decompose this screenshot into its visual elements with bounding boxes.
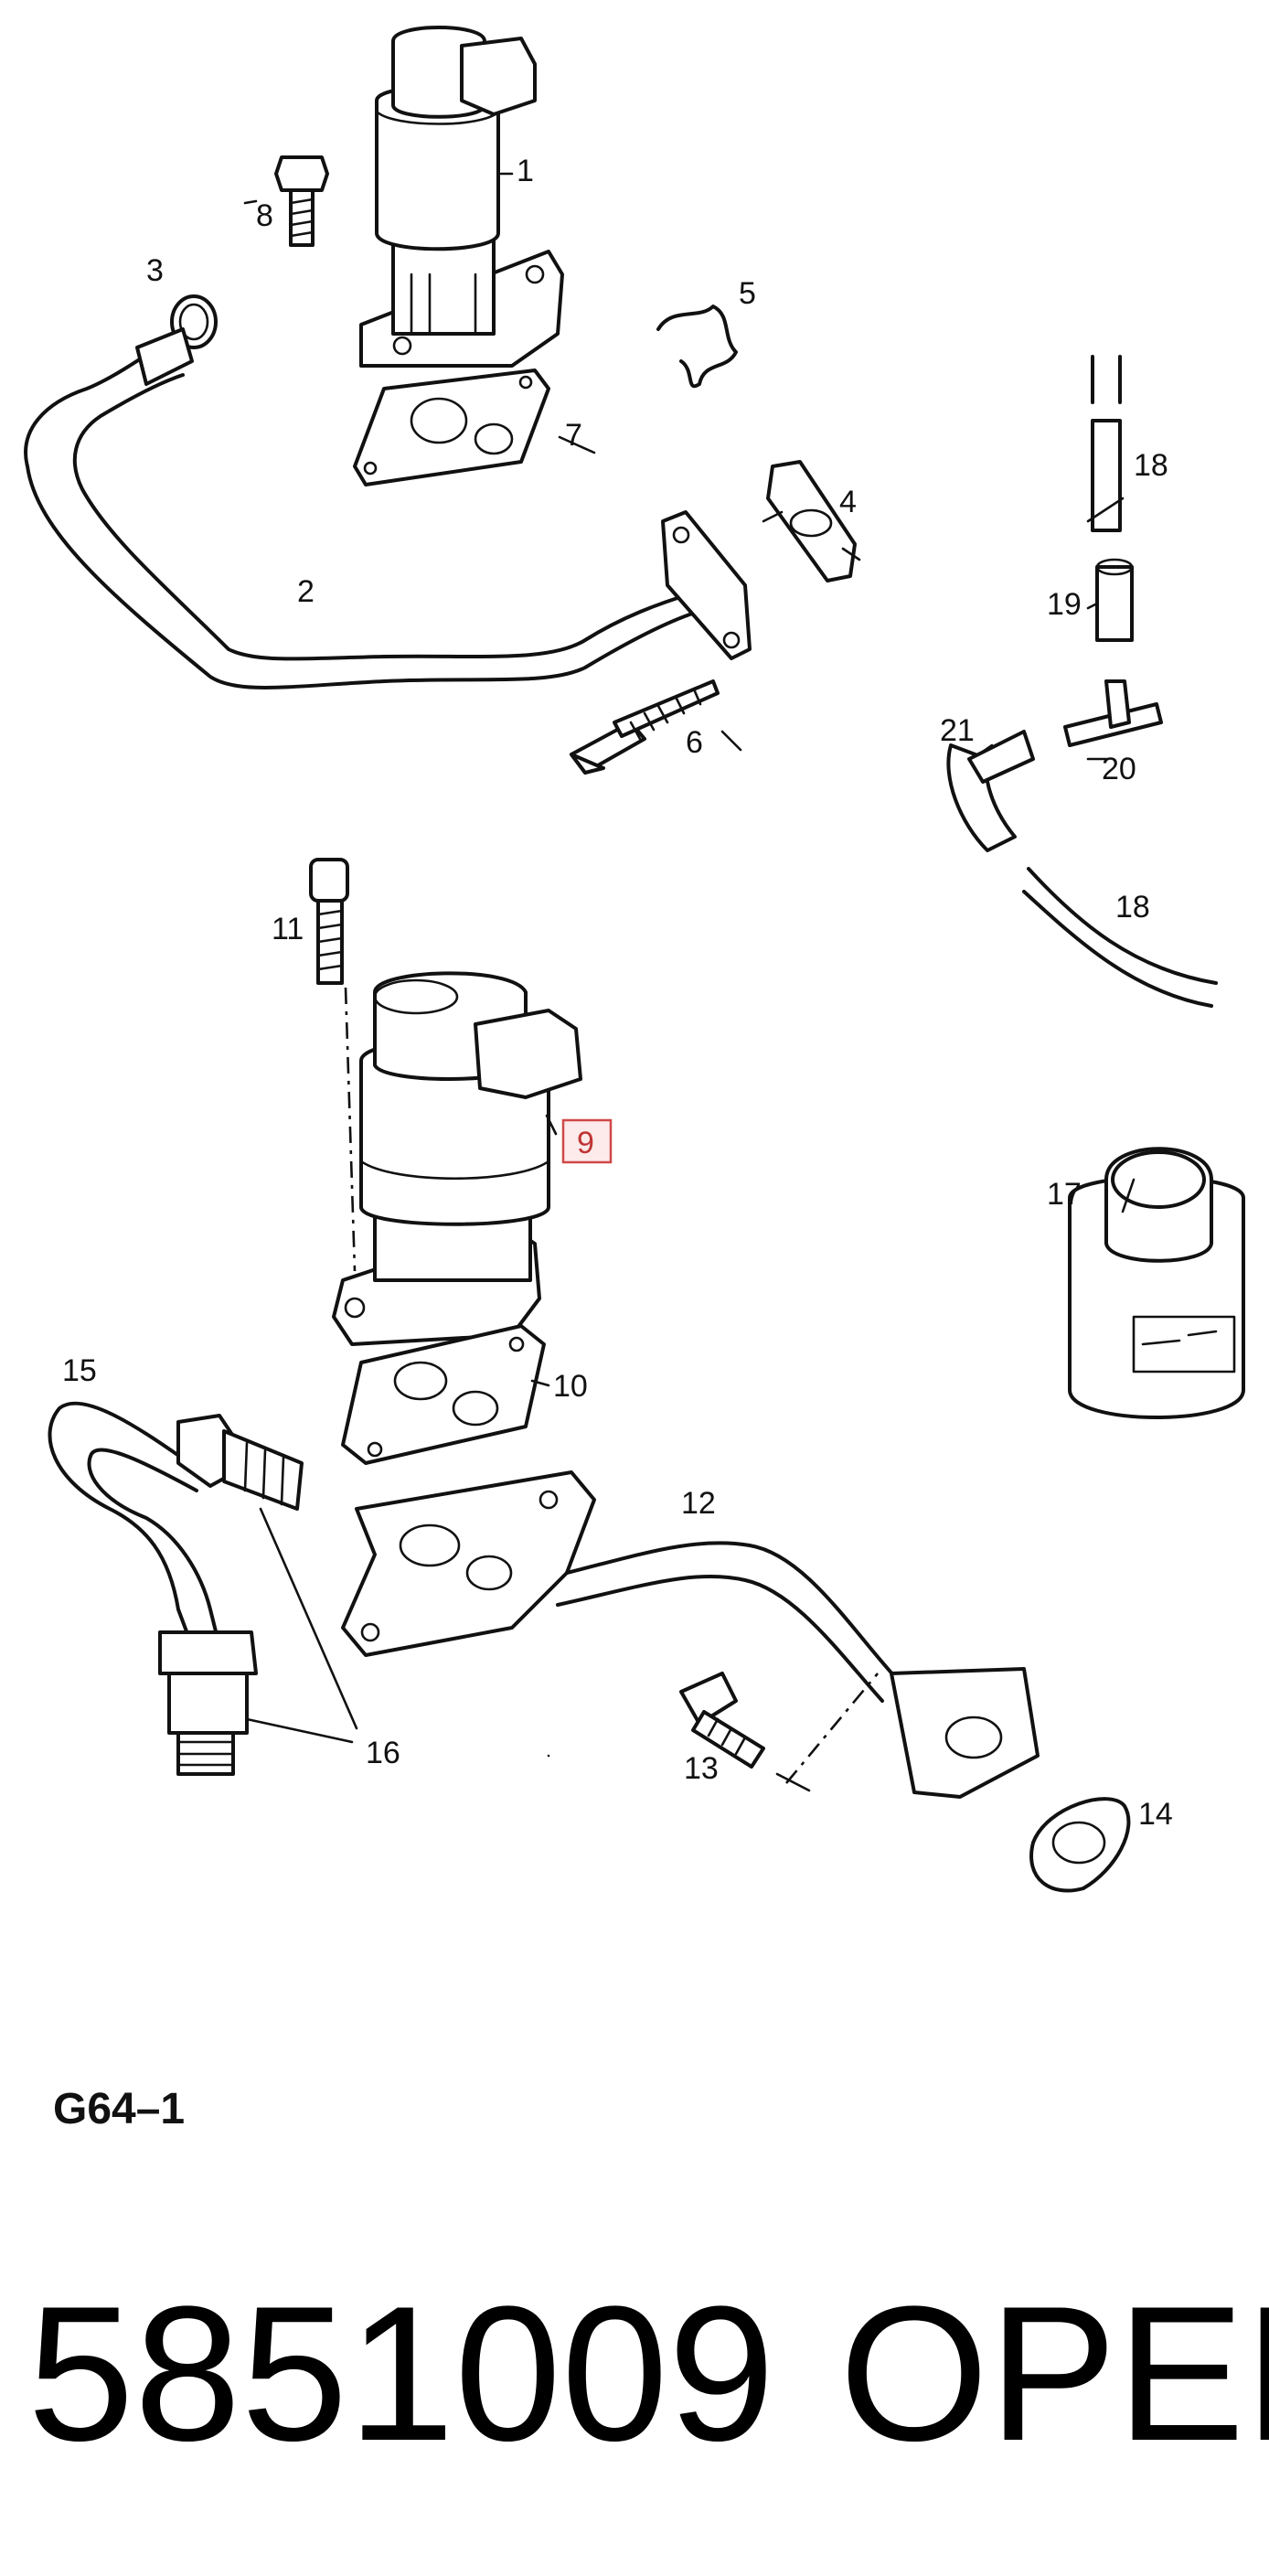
callout-18-lower: 18 bbox=[1115, 890, 1150, 925]
callout-14: 14 bbox=[1138, 1797, 1173, 1832]
callout-17: 17 bbox=[1047, 1177, 1082, 1212]
diagram-code: G64–1 bbox=[53, 2085, 185, 2133]
callout-15: 15 bbox=[62, 1353, 97, 1388]
callout-9: 9 bbox=[577, 1126, 594, 1160]
spring-clip-5 bbox=[656, 305, 738, 389]
egr-valve-9 bbox=[332, 971, 582, 1346]
bolt-11 bbox=[309, 858, 357, 1272]
gasket-10 bbox=[341, 1324, 546, 1465]
callout-8: 8 bbox=[256, 198, 273, 233]
egr-pipe-12 bbox=[341, 1470, 1040, 1799]
brand-name: OPEL bbox=[839, 2266, 1269, 2481]
callout-10: 10 bbox=[553, 1369, 588, 1404]
gasket-4 bbox=[762, 460, 861, 583]
callout-7: 7 bbox=[565, 418, 582, 453]
callout-3: 3 bbox=[146, 253, 164, 288]
gasket-7 bbox=[353, 369, 550, 486]
o-ring-3 bbox=[170, 294, 218, 349]
bolt-8 bbox=[274, 155, 329, 247]
gasket-14 bbox=[1029, 1797, 1131, 1893]
callout-11: 11 bbox=[272, 912, 304, 946]
egr-valve-upper bbox=[359, 26, 564, 368]
egr-pipe-2 bbox=[24, 327, 752, 689]
callout-20: 20 bbox=[1102, 752, 1136, 786]
callout-6: 6 bbox=[686, 725, 703, 760]
pipe-15-with-fittings bbox=[48, 1401, 358, 1776]
callout-18-upper: 18 bbox=[1134, 448, 1168, 483]
callout-13: 13 bbox=[684, 1751, 719, 1786]
callout-9-highlight: 9 bbox=[561, 1118, 613, 1164]
callout-5: 5 bbox=[739, 276, 756, 311]
container-17 bbox=[1068, 1147, 1245, 1419]
stud-6 bbox=[570, 679, 720, 775]
callout-2: 2 bbox=[297, 574, 315, 609]
callout-19: 19 bbox=[1047, 587, 1082, 622]
leader-lines bbox=[243, 172, 1136, 1758]
callout-16: 16 bbox=[366, 1736, 400, 1770]
callout-21: 21 bbox=[940, 713, 975, 748]
bolt-13 bbox=[679, 1672, 879, 1792]
callout-1: 1 bbox=[517, 154, 534, 188]
vacuum-hoses bbox=[946, 355, 1218, 1008]
callout-12: 12 bbox=[681, 1486, 716, 1521]
part-number: 5851009 bbox=[27, 2266, 775, 2481]
callout-4: 4 bbox=[839, 485, 857, 519]
